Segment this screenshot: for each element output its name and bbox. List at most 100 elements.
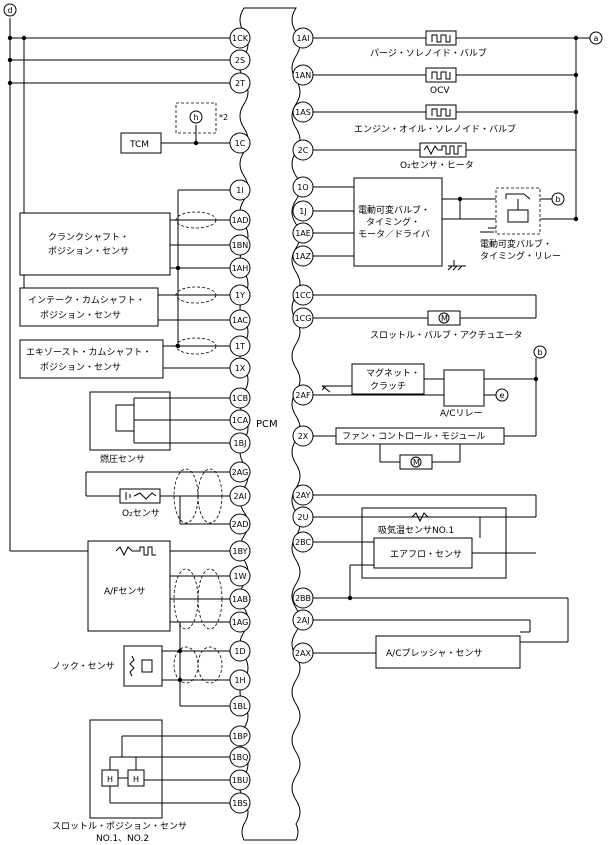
pin-label-2af: 2AF [295, 391, 311, 400]
pin-label-1ag: 1AG [232, 618, 249, 627]
pin-label-1cb: 1CB [232, 394, 248, 403]
pin-label-2ai: 2AI [234, 492, 247, 501]
svg-text:b: b [537, 348, 542, 357]
svg-text:クランクシャフト・: クランクシャフト・ [48, 232, 129, 243]
pin-1cg [292, 307, 314, 329]
pin-label-1as: 1AS [295, 108, 311, 117]
pin-1ca [229, 409, 251, 431]
svg-text:A/Cリレー: A/Cリレー [440, 409, 482, 419]
svg-text:NO.1、NO.2: NO.1、NO.2 [96, 834, 149, 844]
pin-1bj [229, 432, 251, 454]
pin-label-1d: 1D [234, 647, 245, 656]
pin-label-2ay: 2AY [296, 491, 311, 500]
svg-text:電動可変バルブ・: 電動可変バルブ・ [358, 204, 430, 216]
pin-label-1h: 1H [234, 676, 245, 685]
pin-2bc [292, 531, 314, 553]
exhaust-camshaft-position-sensor [19, 339, 164, 379]
pin-label-1ae: 1AE [295, 229, 311, 238]
svg-text:エアフロ・センサ: エアフロ・センサ [390, 549, 462, 560]
svg-text:エキゾースト・カムシャフト・: エキゾースト・カムシャフト・ [26, 347, 152, 358]
pin-1ad [229, 209, 251, 231]
pin-label-2bb: 2BB [295, 594, 311, 603]
svg-text:インテーク・カムシャフト・: インテーク・カムシャフト・ [28, 295, 145, 306]
pin-1bl [229, 695, 251, 717]
svg-text:スロットル・ポジション・センサ: スロットル・ポジション・センサ [52, 821, 187, 832]
pin-2ax [292, 642, 314, 664]
pin-label-1w: 1W [234, 572, 247, 581]
svg-text:a: a [594, 34, 599, 43]
pin-2t [229, 72, 251, 94]
pin-1i [229, 179, 251, 201]
pin-label-2s: 2S [235, 56, 245, 65]
pin-1bp [229, 725, 251, 747]
pin-label-1ai: 1AI [297, 34, 310, 43]
pin-2bb [292, 587, 314, 609]
pin-label-1bn: 1BN [232, 241, 249, 250]
svg-text:h: h [193, 113, 198, 122]
magnet-clutch [351, 363, 425, 395]
pin-label-2aj: 2AJ [297, 616, 310, 625]
pin-label-1by: 1BY [232, 547, 247, 556]
pin-label-2x: 2X [298, 432, 309, 441]
pin-label-1bp: 1BP [232, 732, 248, 741]
svg-text:パージ・ソレノイド・バルブ: パージ・ソレノイド・バルブ [370, 47, 487, 59]
pin-1an [292, 64, 314, 86]
pin-label-1x: 1X [235, 364, 246, 373]
pin-label-2bc: 2BC [295, 538, 311, 547]
vvt-motor-driver [353, 177, 443, 267]
svg-text:吸気温センサNO.1: 吸気温センサNO.1 [378, 524, 454, 536]
pin-1ah [229, 257, 251, 279]
svg-text:M: M [441, 314, 448, 323]
af-sensor [87, 540, 171, 632]
pin-2af [292, 384, 314, 406]
option-dashed-box [175, 102, 217, 134]
svg-text:燃圧センサ: 燃圧センサ [100, 453, 145, 465]
pin-label-1ck: 1CK [232, 34, 249, 43]
pin-label-1i: 1I [236, 186, 243, 195]
pin-1h [229, 669, 251, 691]
pin-1t [229, 335, 251, 357]
pin-1bs [229, 792, 251, 814]
svg-text:O₂センサ・ヒータ: O₂センサ・ヒータ [400, 160, 474, 171]
pin-1by [229, 540, 251, 562]
pin-1bn [229, 234, 251, 256]
svg-text:モータ／ドライバ: モータ／ドライバ [358, 229, 430, 240]
svg-text:O₂センサ: O₂センサ [122, 508, 160, 519]
pin-2ay [292, 484, 314, 506]
pin-label-1c: 1C [235, 139, 246, 148]
pin-1ai [292, 27, 314, 49]
pin-2c [292, 139, 314, 161]
pin-label-2ad: 2AD [232, 520, 249, 529]
pin-label-1bu: 1BU [232, 776, 249, 785]
svg-text:H: H [107, 775, 113, 784]
pin-label-1bs: 1BS [232, 799, 248, 808]
pin-label-2t: 2T [235, 79, 245, 88]
pin-label-1j: 1J [299, 207, 306, 216]
pin-1o [292, 176, 314, 198]
pin-label-1ac: 1AC [232, 316, 248, 325]
pin-1x [229, 357, 251, 379]
svg-text:マグネット・: マグネット・ [366, 367, 420, 379]
pin-1bu [229, 769, 251, 791]
ref-d-marker [3, 3, 17, 17]
pin-label-1cc: 1CC [295, 291, 312, 300]
pin-1ae [292, 222, 314, 244]
svg-text:エンジン・オイル・ソレノイド・バルブ: エンジン・オイル・ソレノイド・バルブ [354, 123, 516, 135]
pin-label-1ad: 1AD [232, 216, 249, 225]
pin-1ab [229, 588, 251, 610]
pin-label-1ah: 1AH [232, 264, 249, 273]
pin-2u [292, 506, 314, 528]
pin-label-1ca: 1CA [232, 416, 249, 425]
pcm-label: PCM [256, 419, 278, 430]
pin-2x [292, 425, 314, 447]
vvt-relay [495, 187, 541, 235]
pin-label-1bl: 1BL [232, 702, 248, 711]
pin-1j [292, 200, 314, 222]
pin-1w [229, 565, 251, 587]
pin-1az [292, 245, 314, 267]
svg-text:ノック・センサ: ノック・センサ [52, 661, 115, 672]
svg-text:ポジション・センサ: ポジション・センサ [40, 310, 121, 321]
ac-relay [443, 369, 485, 407]
